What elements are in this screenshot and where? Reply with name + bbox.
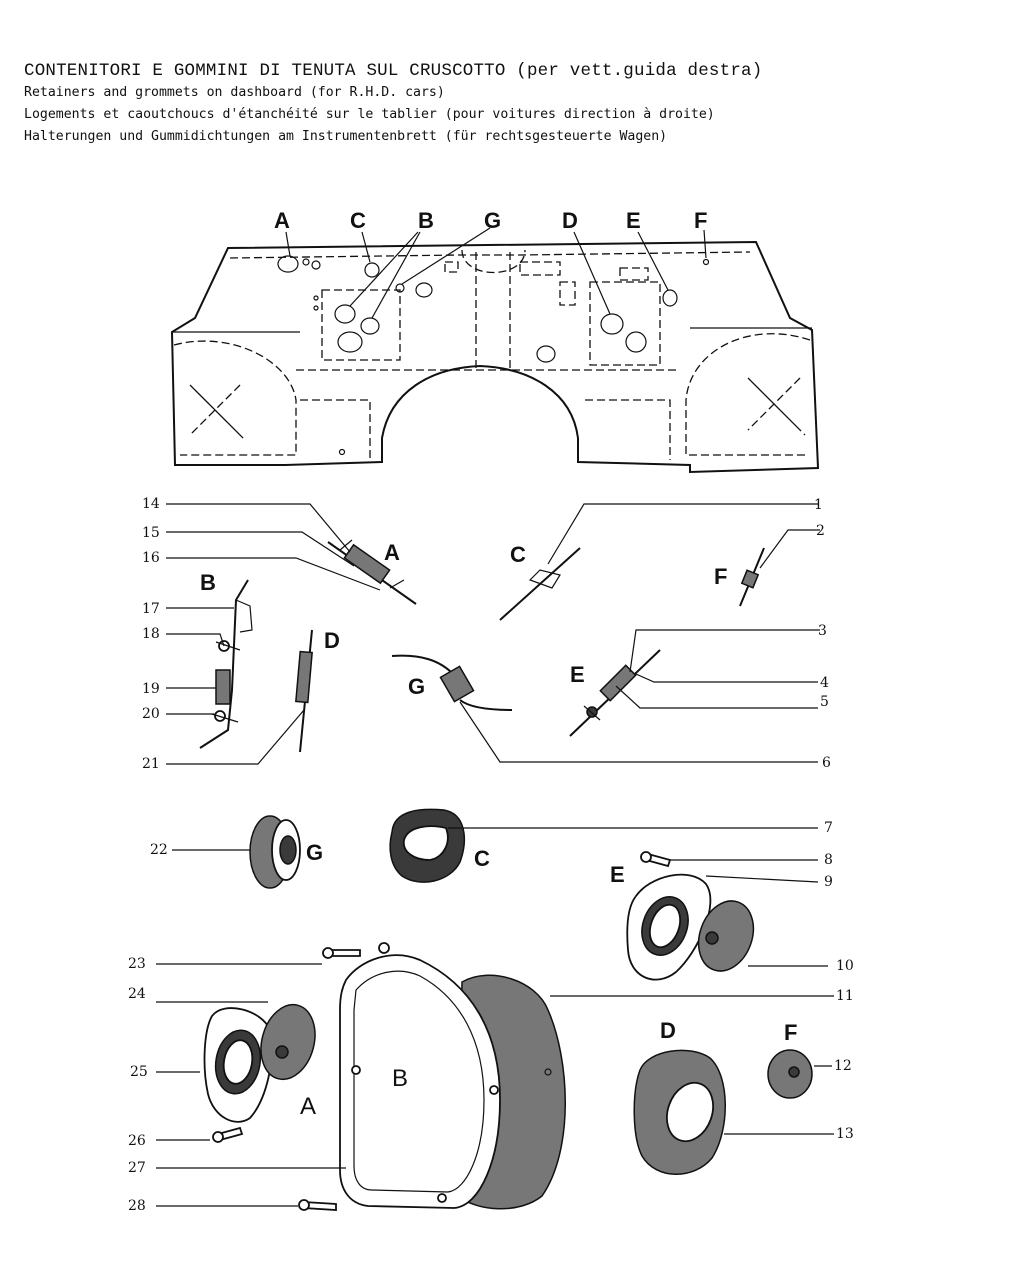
part-num-24: 24 bbox=[128, 986, 146, 1002]
part-letters: G C E B A D F bbox=[300, 840, 797, 1120]
part-num-19: 19 bbox=[142, 681, 160, 697]
part-num-10: 10 bbox=[836, 958, 854, 974]
part-num-14: 14 bbox=[142, 496, 160, 512]
retainer-b bbox=[298, 942, 566, 1211]
label-sec-f: F bbox=[714, 564, 727, 589]
part-numbers: 1 2 3 4 5 6 7 8 9 10 11 12 13 14 15 16 1… bbox=[128, 496, 854, 1214]
part-num-20: 20 bbox=[142, 706, 160, 722]
part-num-4: 4 bbox=[820, 675, 829, 691]
part-num-6: 6 bbox=[822, 755, 831, 771]
part-num-2: 2 bbox=[816, 523, 825, 539]
label-dash-b: B bbox=[418, 208, 434, 233]
part-num-15: 15 bbox=[142, 525, 160, 541]
hole-f bbox=[702, 258, 710, 266]
part-num-9: 9 bbox=[824, 874, 833, 890]
part-num-22: 22 bbox=[150, 842, 168, 858]
label-part-g: G bbox=[306, 840, 323, 865]
grommet-g bbox=[249, 815, 301, 889]
part-num-3: 3 bbox=[818, 623, 827, 639]
title-italian: CONTENITORI E GOMMINI DI TENUTA SUL CRUS… bbox=[24, 61, 763, 81]
title-german: Halterungen und Gummidichtungen am Instr… bbox=[24, 129, 668, 144]
part-num-1: 1 bbox=[814, 497, 823, 513]
label-sec-c: C bbox=[510, 542, 526, 567]
section-labels: A B C D E F G bbox=[200, 540, 727, 699]
label-sec-b: B bbox=[200, 570, 216, 595]
label-part-b: B bbox=[392, 1065, 408, 1092]
label-sec-d: D bbox=[324, 628, 340, 653]
dashboard-labels: A C B G D E F bbox=[274, 208, 707, 233]
label-sec-e: E bbox=[570, 662, 585, 687]
part-num-16: 16 bbox=[142, 550, 160, 566]
grommet-f bbox=[767, 1049, 813, 1099]
part-num-18: 18 bbox=[142, 626, 160, 642]
label-dash-e: E bbox=[626, 208, 641, 233]
part-num-26: 26 bbox=[128, 1133, 146, 1149]
label-dash-a: A bbox=[274, 208, 290, 233]
hole-d bbox=[600, 313, 624, 335]
retainer-c bbox=[389, 808, 466, 883]
part-num-5: 5 bbox=[820, 694, 829, 710]
hole-b1 bbox=[334, 304, 356, 324]
hole-c bbox=[364, 262, 380, 278]
section-views bbox=[199, 539, 765, 753]
hole-b2 bbox=[360, 317, 380, 335]
label-dash-d: D bbox=[562, 208, 578, 233]
part-num-7: 7 bbox=[824, 820, 833, 836]
part-num-12: 12 bbox=[834, 1058, 852, 1074]
part-num-8: 8 bbox=[824, 852, 833, 868]
retainer-a bbox=[203, 1003, 316, 1143]
dashboard-holes bbox=[277, 255, 710, 456]
label-part-d: D bbox=[660, 1018, 676, 1043]
retainer-e bbox=[626, 851, 755, 981]
part-num-23: 23 bbox=[128, 956, 146, 972]
label-sec-a: A bbox=[384, 540, 400, 565]
part-leaders bbox=[156, 503, 834, 1207]
hole-g bbox=[395, 283, 405, 293]
label-dash-g: G bbox=[484, 208, 501, 233]
hole-a bbox=[277, 255, 299, 273]
part-num-11: 11 bbox=[836, 988, 854, 1004]
grommet-d bbox=[633, 1049, 726, 1175]
part-num-13: 13 bbox=[836, 1126, 854, 1142]
title-english: Retainers and grommets on dashboard (for… bbox=[24, 85, 445, 100]
part-num-28: 28 bbox=[128, 1198, 146, 1214]
title-block: CONTENITORI E GOMMINI DI TENUTA SUL CRUS… bbox=[24, 60, 1014, 148]
label-part-a: A bbox=[300, 1093, 316, 1120]
label-sec-g: G bbox=[408, 674, 425, 699]
label-part-e: E bbox=[610, 862, 625, 887]
part-num-17: 17 bbox=[142, 601, 160, 617]
part-num-21: 21 bbox=[142, 756, 160, 772]
label-dash-f: F bbox=[694, 208, 707, 233]
dashboard-leaders bbox=[285, 227, 707, 319]
label-part-c: C bbox=[474, 846, 490, 871]
part-num-27: 27 bbox=[128, 1160, 146, 1176]
hole-e bbox=[662, 289, 678, 307]
label-dash-c: C bbox=[350, 208, 366, 233]
title-french: Logements et caoutchoucs d'étanchéité su… bbox=[24, 107, 715, 122]
label-part-f: F bbox=[784, 1020, 797, 1045]
part-num-25: 25 bbox=[130, 1064, 148, 1080]
dashboard-panel bbox=[170, 240, 820, 474]
